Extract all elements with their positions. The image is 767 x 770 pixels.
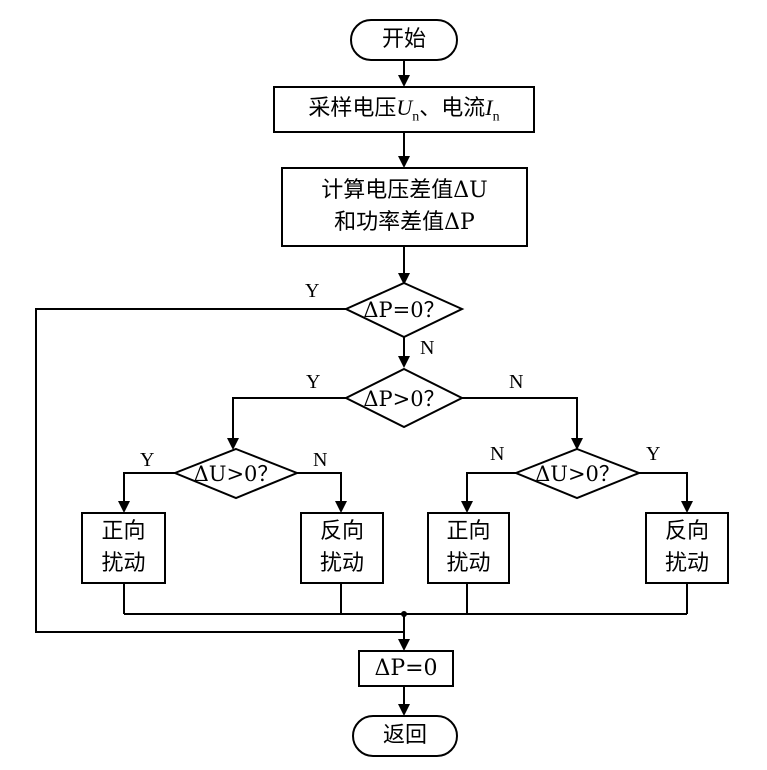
label-d3-yes: Y [140,449,155,471]
edge-d3-no [297,472,347,513]
junction-dot [401,611,407,617]
label-d2-no: N [509,371,524,393]
label-d3-no: N [313,449,328,471]
decision-dp-positive-shape [343,367,465,429]
sample-box: 采样电压Un、电流In [273,86,535,133]
edge-d4-yes [639,472,693,513]
calc-box: 计算电压差值ΔU 和功率差值ΔP [281,167,528,247]
reverse-perturb-left: 反向扰动 [300,512,384,584]
reset-label: ΔP=0 [374,655,438,681]
forward-perturb-left: 正向扰动 [81,512,166,584]
forward-perturb-right: 正向扰动 [427,512,510,584]
start-label: 开始 [381,27,426,53]
decision-dp-zero-shape [343,281,465,339]
reverse-perturb-right: 反向扰动 [645,512,729,584]
edge-d4-no [461,472,516,513]
start-terminal: 开始 [350,19,458,61]
calc-line1: 计算电压差值ΔU [321,178,488,204]
sample-label: 采样电压Un、电流In [308,94,500,125]
edge-d1-yes [35,308,404,633]
decision-du-right: ΔU>0？ [535,462,620,486]
calc-line2: 和功率差值ΔP [334,210,475,235]
label-d4-yes: Y [646,443,661,465]
decision-dp-positive: ΔP>0？ [363,387,445,411]
end-terminal: 返回 [352,715,458,757]
label-d1-no: N [420,337,435,359]
decision-dp-zero: ΔP=0？ [363,298,445,322]
edge-d3-yes [118,472,175,513]
edge-d2-yes [227,397,346,450]
edge-d2-no [462,397,583,450]
reset-box: ΔP=0 [358,650,454,687]
label-d1-yes: Y [305,280,320,302]
label-d2-yes: Y [306,371,321,393]
decision-du-left: ΔU>0？ [193,462,279,486]
decision-du-left-shape [172,447,300,500]
label-d4-no: N [490,443,505,465]
decision-du-right-shape [513,447,642,500]
end-label: 返回 [382,723,427,749]
